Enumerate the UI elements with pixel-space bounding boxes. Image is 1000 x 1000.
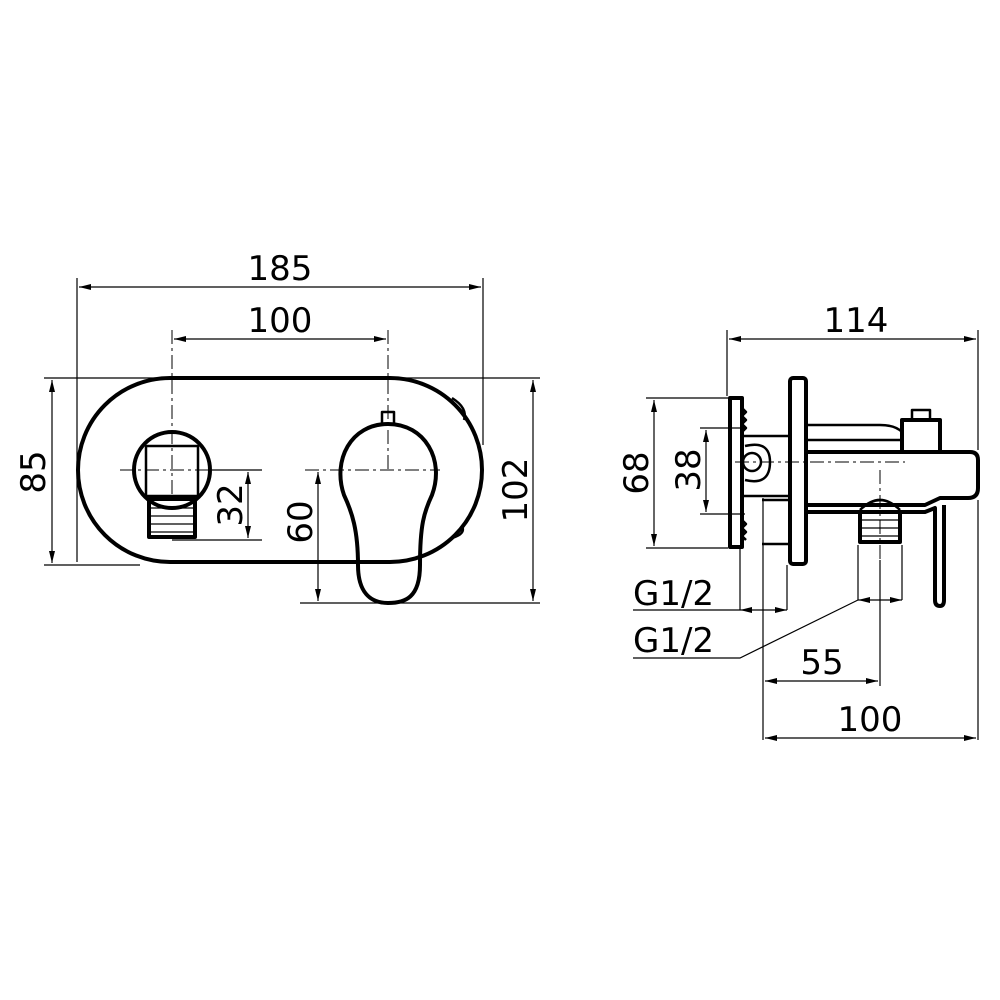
dim-100-side: 100 [838, 700, 903, 740]
wall-box [728, 396, 792, 549]
dim-114: 114 [824, 301, 889, 341]
escutcheon-plate [788, 376, 808, 566]
dim-38: 38 [669, 448, 709, 491]
thread-label-2: G1/2 [633, 621, 714, 661]
dim-100-front: 100 [248, 301, 313, 341]
thread-label-1: G1/2 [633, 574, 714, 614]
dim-102: 102 [496, 458, 536, 523]
side-outlet [858, 498, 902, 544]
dim-85: 85 [14, 450, 54, 493]
side-view: 114 68 38 G1/2 G1/2 55 100 [617, 301, 980, 741]
dim-185: 185 [248, 249, 313, 289]
valve-body [806, 408, 980, 608]
plate-screw [451, 396, 466, 421]
dim-32: 32 [211, 483, 251, 526]
dim-60: 60 [281, 500, 321, 543]
dim-55: 55 [800, 643, 843, 683]
front-view: 185 100 85 102 32 60 [14, 249, 540, 605]
dim-68: 68 [617, 451, 657, 494]
